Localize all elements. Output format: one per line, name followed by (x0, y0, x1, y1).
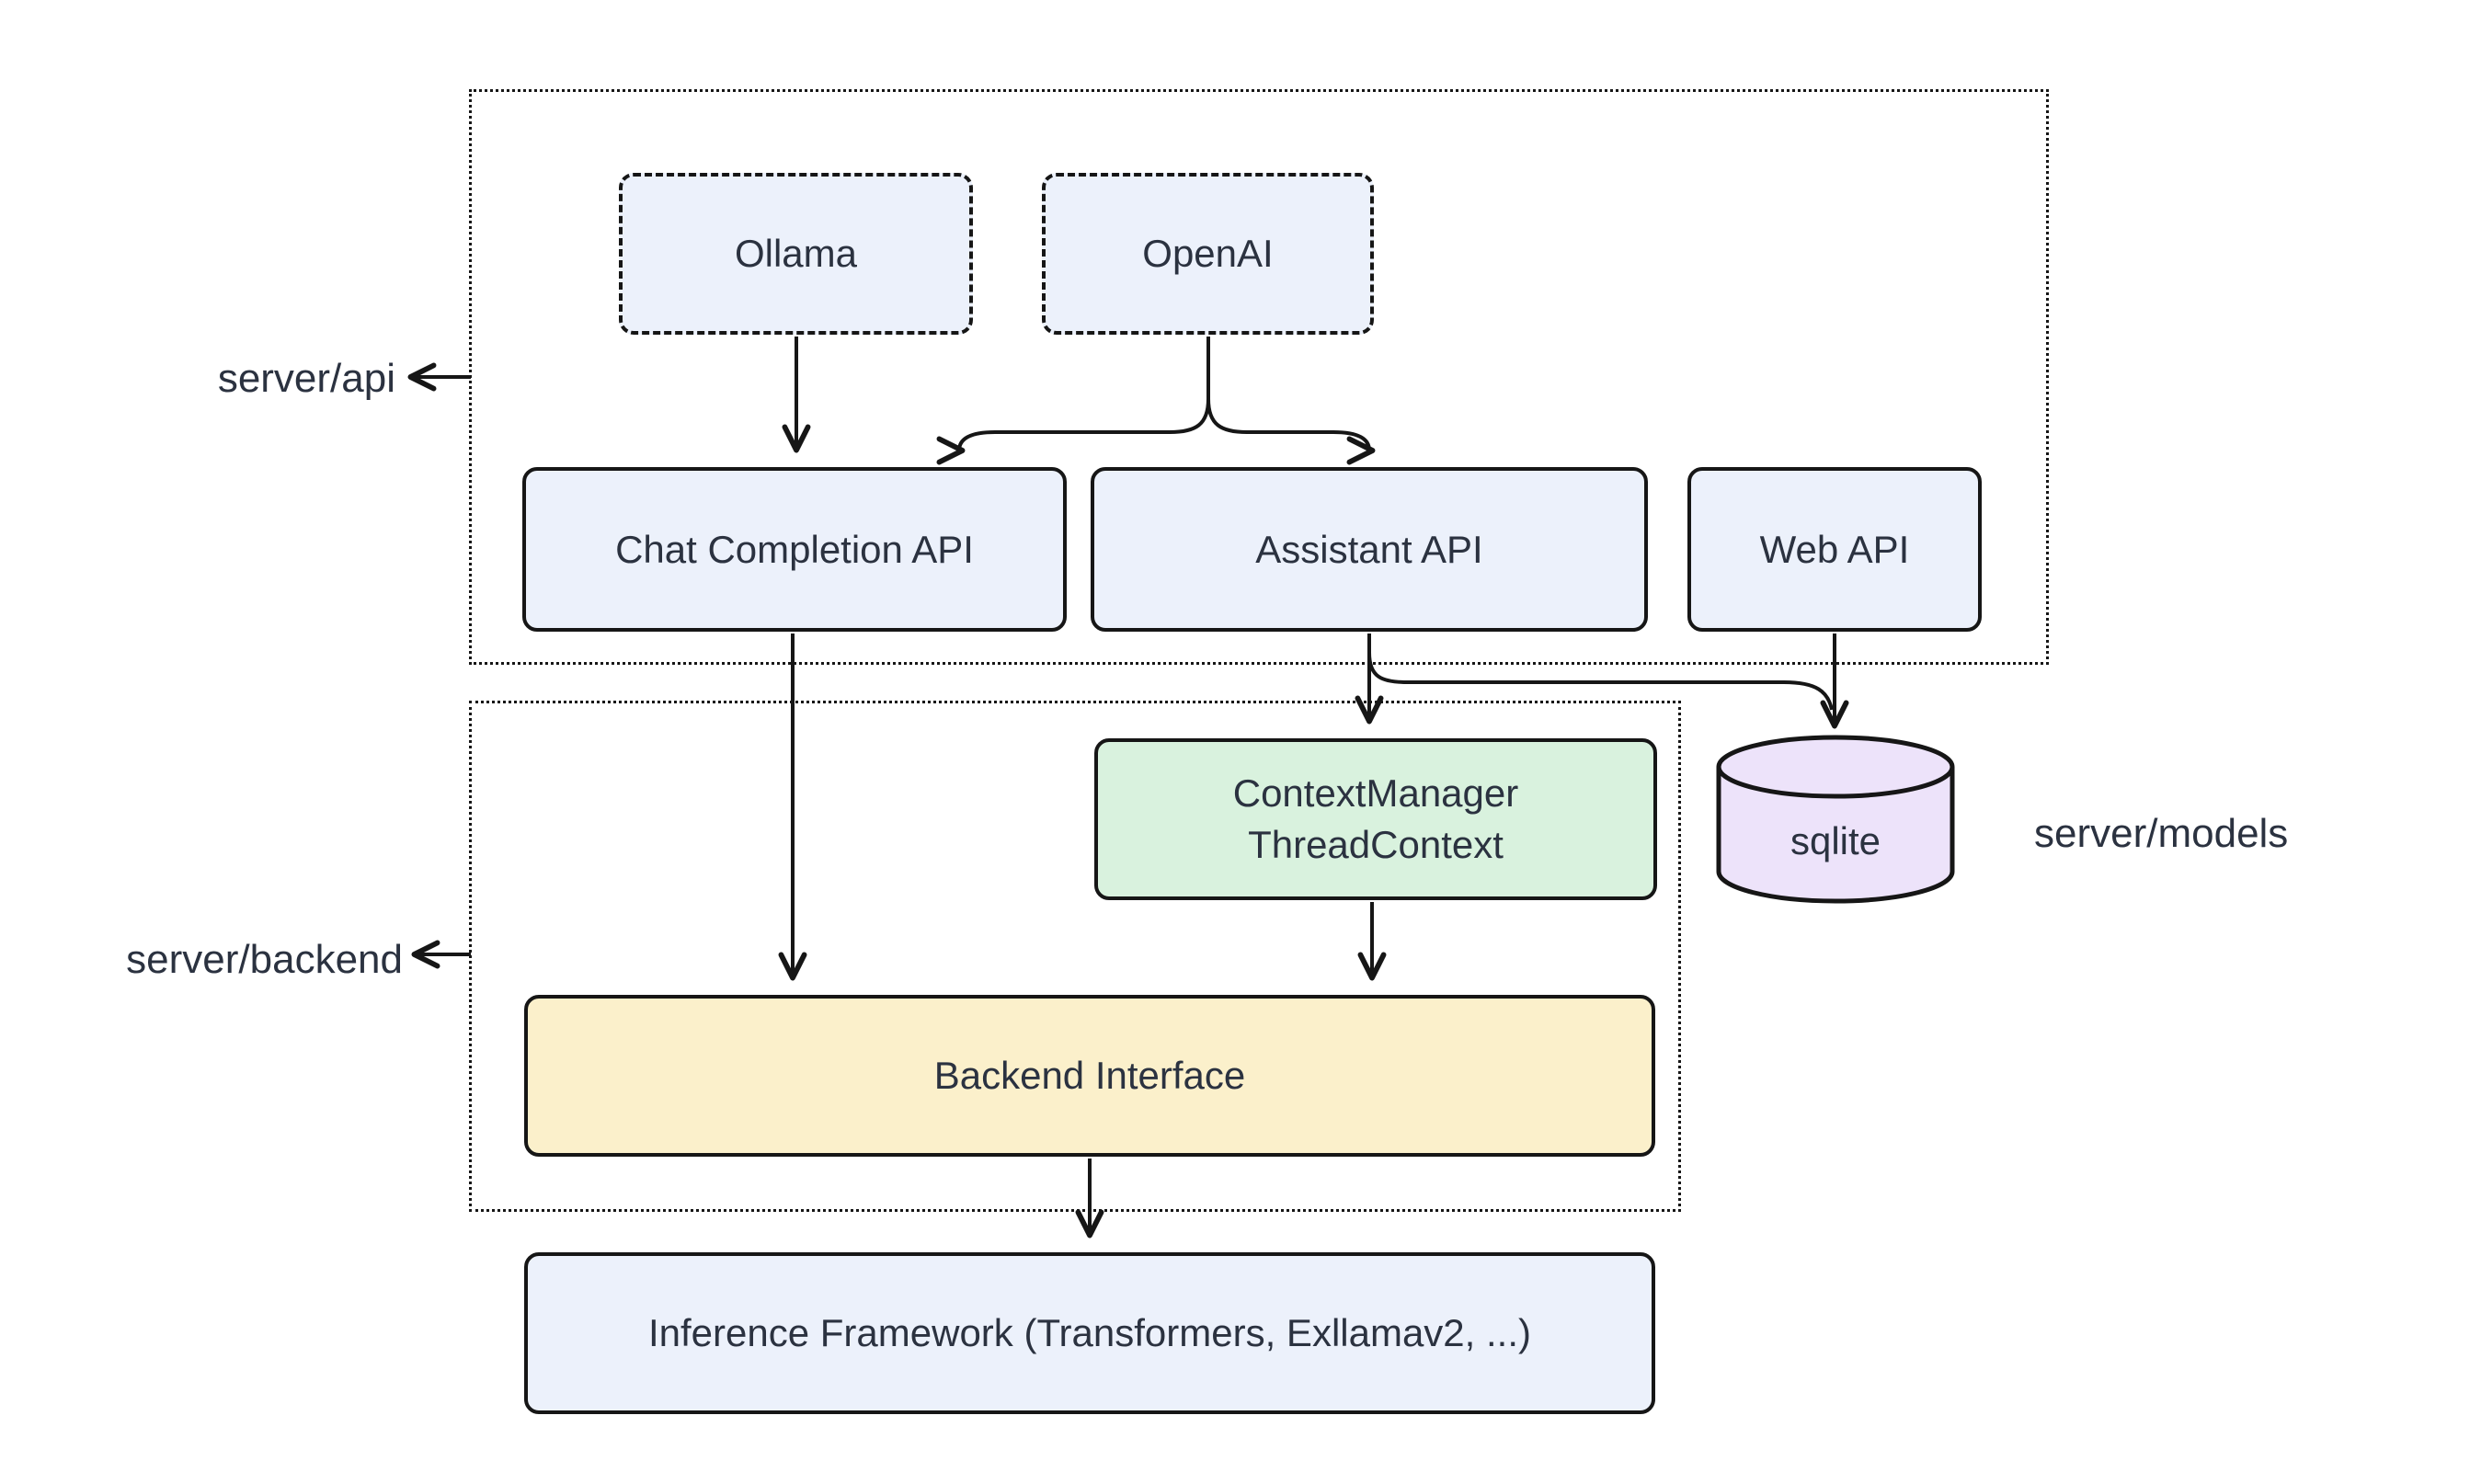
server-api-label: server/api (217, 356, 395, 401)
node-context-manager-line2: ThreadContext (1248, 823, 1504, 866)
node-assistant-api: Assistant API (1091, 467, 1648, 632)
node-ollama: Ollama (619, 173, 973, 335)
node-backend-interface: Backend Interface (524, 995, 1655, 1157)
node-chat-completion-api-label: Chat Completion API (615, 527, 974, 571)
node-inference-framework-label: Inference Framework (Transformers, Exlla… (647, 1311, 1531, 1354)
node-assistant-api-label: Assistant API (1255, 527, 1483, 571)
node-web-api-label: Web API (1759, 527, 1910, 571)
node-openai: OpenAI (1042, 173, 1374, 335)
node-ollama-label: Ollama (734, 232, 858, 275)
server-backend-label: server/backend (126, 937, 403, 982)
node-backend-interface-label: Backend Interface (933, 1054, 1246, 1097)
node-context-manager-line1: ContextManager (1232, 771, 1519, 815)
node-inference-framework: Inference Framework (Transformers, Exlla… (524, 1252, 1655, 1414)
node-web-api: Web API (1687, 467, 1982, 632)
node-chat-completion-api: Chat Completion API (522, 467, 1067, 632)
server-models-label: server/models (2034, 811, 2289, 856)
server-backend-container (469, 701, 1681, 1212)
node-sqlite-label: sqlite (1790, 819, 1881, 862)
node-openai-label: OpenAI (1142, 232, 1274, 275)
node-context-manager: ContextManager ThreadContext (1094, 738, 1657, 900)
